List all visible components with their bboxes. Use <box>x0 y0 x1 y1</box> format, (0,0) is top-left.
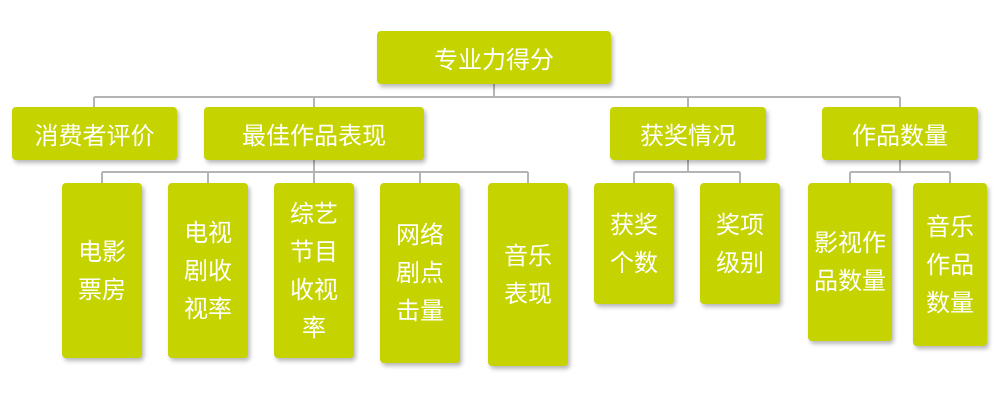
node-best-work-label: 最佳作品表现 <box>242 122 386 150</box>
node-film-box-office: 电影票房 <box>62 183 142 358</box>
node-consumer-rating-label: 消费者评价 <box>34 122 155 150</box>
node-variety-ratings-label: 综艺节目收视率 <box>290 199 338 342</box>
node-award-level: 奖项级别 <box>700 183 780 304</box>
node-music-works-count: 音乐作品数量 <box>913 183 987 346</box>
node-web-views-label: 网络剧点击量 <box>396 221 444 325</box>
node-works-count-label: 作品数量 <box>852 122 948 150</box>
node-awards-label: 获奖情况 <box>640 122 736 150</box>
node-film-tv-works-count-label: 影视作品数量 <box>814 229 886 295</box>
node-tv-ratings-label: 电视剧收视率 <box>184 218 232 323</box>
node-film-tv-works-count: 影视作品数量 <box>808 183 892 341</box>
node-tv-ratings: 电视剧收视率 <box>168 183 248 358</box>
node-consumer-rating: 消费者评价 <box>12 107 177 160</box>
node-film-box-office-label: 电影票房 <box>78 237 126 304</box>
node-best-work: 最佳作品表现 <box>204 107 424 160</box>
node-award-count-label: 获奖个数 <box>610 210 658 277</box>
node-awards: 获奖情况 <box>610 107 766 160</box>
node-music-performance-label: 音乐表现 <box>504 241 552 308</box>
node-music-performance: 音乐表现 <box>488 183 568 366</box>
root-label: 专业力得分 <box>434 46 554 74</box>
root-node: 专业力得分 <box>377 31 611 84</box>
node-music-works-count-label: 音乐作品数量 <box>926 212 974 317</box>
node-works-count: 作品数量 <box>822 107 978 160</box>
node-award-count: 获奖个数 <box>594 183 674 304</box>
node-variety-ratings: 综艺节目收视率 <box>274 183 354 358</box>
node-web-views: 网络剧点击量 <box>380 183 460 363</box>
node-award-level-label: 奖项级别 <box>716 210 764 277</box>
